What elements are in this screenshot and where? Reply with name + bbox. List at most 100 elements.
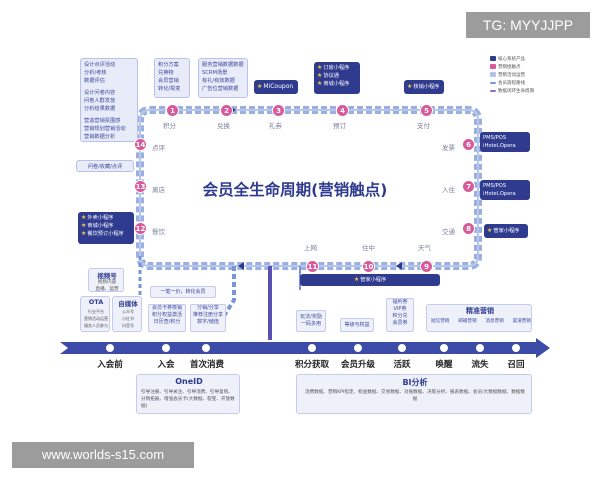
legend-item: 营销活动运营 <box>490 72 534 80</box>
star-icon: ★ <box>407 83 413 90</box>
box-feedback: 问卷/收藏/点评 <box>76 160 134 172</box>
panel-ota: OTA 行业平台营销活动运营服务人员参与 <box>80 296 110 332</box>
box-points-plan: 积分方案兑换物会员营销转化/裂变 <box>154 58 190 98</box>
star-icon: ★ <box>81 214 87 221</box>
node-7: 7 <box>462 180 475 193</box>
box-review-survey: 设计点评活动分析/考核数据评估 设计问卷内容问卷人群发放分析结果数据 营造营销氛… <box>80 58 138 142</box>
node-9: 9 <box>420 260 433 273</box>
timeline-stage: 积分获取 <box>294 360 329 370</box>
box-first: 分销/分享推荐注册分享数字/储值 <box>190 304 226 332</box>
star-icon: ★ <box>353 276 360 283</box>
star-icon: ★ <box>81 230 87 237</box>
box-dining-apps: ★外卖小程序 ★商城小程序 ★餐饮预订小程序 <box>78 212 134 244</box>
box-points-play: 玩法/奖励一码多用 <box>296 310 326 332</box>
box-join: 会员卡券核销积分权益激活日历查/积分 <box>148 304 186 332</box>
stage-label: 离店 <box>152 186 165 194</box>
panel-oneid-title: OneID <box>175 377 203 386</box>
star-icon: ★ <box>487 227 493 234</box>
stage-label: 交通 <box>442 228 455 236</box>
watermark-top: TG: MYYJJPP <box>466 12 590 38</box>
timeline-stage: 首次消费 <box>189 360 224 370</box>
node-10: 10 <box>362 260 375 273</box>
panel-bi-desc: 消费数据、营销KPI指定、权益数据、交易数据、对账数据、决策分析、报表数据、会员… <box>304 390 525 402</box>
star-icon: ★ <box>81 222 87 229</box>
timeline-stage: 活跃 <box>393 360 411 370</box>
stage-label: 积分 <box>163 122 176 130</box>
stage-label: 发票 <box>442 144 455 152</box>
stage-label: 上网 <box>304 244 317 252</box>
stage-label: 礼券 <box>269 122 282 130</box>
timeline-stage: 入会前 <box>97 360 123 370</box>
stage-label: 点评 <box>152 144 165 152</box>
panel-video: 视频号 视频内容直播、运营 <box>88 268 124 292</box>
timeline-stage: 唤醒 <box>435 360 453 370</box>
precision-item: 邮箱营销 <box>458 319 477 324</box>
legend-item: 会员旅程路线 <box>490 80 534 88</box>
panel-media-desc: 公众号小红书抖音号 <box>122 309 134 328</box>
loop-arrow <box>396 262 402 270</box>
box-guide: 一笔一价，转化会员 <box>150 286 216 298</box>
loop-arrow <box>238 262 244 270</box>
precision-item: 短信营销 <box>431 319 450 324</box>
node-12: 12 <box>134 222 147 235</box>
timeline-stage: 会员升级 <box>340 360 375 370</box>
panel-media-title: 自媒体 <box>118 300 138 308</box>
node-13: 13 <box>134 180 147 193</box>
stage-label: 支付 <box>417 122 430 130</box>
panel-precision-title: 精准营销 <box>466 307 494 315</box>
stage-label: 入住 <box>442 186 455 194</box>
stage-label: 住中 <box>362 244 375 252</box>
watermark-bottom: www.worlds-s15.com <box>12 442 194 468</box>
node-5: 5 <box>420 104 433 117</box>
journey-loop-line <box>139 109 479 267</box>
panel-bi: BI分析 消费数据、营销KPI指定、权益数据、交易数据、对账数据、决策分析、报表… <box>296 374 532 414</box>
precision-item: 渠道营销 <box>512 319 531 324</box>
timeline-arrow <box>60 342 548 354</box>
node-3: 3 <box>272 104 285 117</box>
node-14: 14 <box>134 138 147 151</box>
stage-label: 餐饮 <box>152 228 165 236</box>
node-11: 11 <box>306 260 319 273</box>
timeline-dots <box>104 342 522 354</box>
stage-label: 天气 <box>418 244 431 252</box>
panel-ota-title: OTA <box>88 298 104 306</box>
node-1: 1 <box>166 104 179 117</box>
panel-precision: 精准营销 短信营销 邮箱营销 消息营销 渠道营销 <box>426 304 532 332</box>
box-booking-apps: ★订房小程序 ★协议通 ★商城小程序 <box>314 62 360 94</box>
precision-item: 消息营销 <box>485 319 504 324</box>
legend-item: 核心系统产品 <box>490 56 534 64</box>
connector-down-left <box>222 266 236 318</box>
star-icon: ★ <box>257 83 263 90</box>
box-upgrade: 等级与权益 <box>340 318 374 332</box>
box-butler-2: ★管家小程序 <box>300 274 440 286</box>
node-8: 8 <box>462 222 475 235</box>
panel-oneid: OneID 引导注册、引导关注、引导消费、引导复购、分销拓展、增强会员卡(大数据… <box>136 374 240 414</box>
panel-video-title: 视频号 <box>97 272 117 280</box>
timeline-arrow-tip <box>536 338 550 358</box>
star-icon: ★ <box>317 64 323 71</box>
panel-video-desc: 视频内容直播、运营 <box>95 280 119 292</box>
node-2: 2 <box>220 104 233 117</box>
stage-label: 预订 <box>333 122 346 130</box>
legend-item: 数据闭环生命周期 <box>490 88 534 96</box>
panel-oneid-desc: 引导注册、引导关注、引导消费、引导复购、分销拓展、增强会员卡(大数据、裂变、开放… <box>141 390 235 409</box>
legend-item: 营销接触点 <box>490 64 534 72</box>
star-icon: ★ <box>317 80 323 87</box>
panel-ota-desc: 行业平台营销活动运营服务人员参与 <box>84 309 108 328</box>
timeline-stage: 流失 <box>471 360 489 370</box>
box-butler-1: ★管家小程序 <box>484 224 528 238</box>
stage-label: 兑换 <box>217 122 230 130</box>
star-icon: ★ <box>317 72 323 79</box>
panel-bi-title: BI分析 <box>402 378 428 387</box>
panel-media: 自媒体 公众号小红书抖音号 <box>112 296 142 332</box>
precision-items: 短信营销 邮箱营销 消息营销 渠道营销 <box>431 318 531 324</box>
box-verify-app: ★核销小程序 <box>404 80 444 94</box>
timeline-stage: 入会 <box>157 360 175 370</box>
legend: 核心系统产品 营销接触点 营销活动运营 会员旅程路线 数据闭环生命周期 <box>490 56 534 96</box>
node-6: 6 <box>462 138 475 151</box>
box-micoupon: ★MiCoupon <box>254 80 298 94</box>
